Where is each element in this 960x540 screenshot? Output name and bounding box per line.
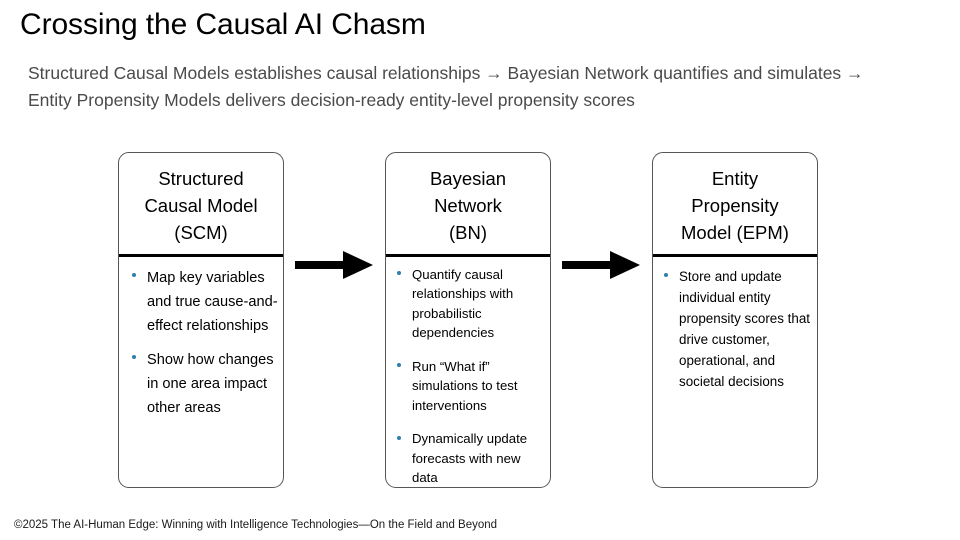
stage-title-bn: Bayesian Network (BN) (429, 168, 507, 243)
bullet-dot-icon (397, 435, 401, 440)
list-item: Store and update individual entity prope… (663, 266, 813, 392)
stage-body-bn: Quantify causal relationships with proba… (386, 257, 550, 488)
bullet-dot-icon (132, 355, 136, 360)
list-item-text: Quantify causal relationships with proba… (412, 266, 514, 341)
stage-box-scm[interactable]: Structured Causal Model (SCM) Map key va… (118, 152, 284, 488)
bullet-dot-icon (664, 272, 668, 277)
stage-header-bn: Bayesian Network (BN) (386, 153, 550, 254)
list-item: Quantify causal relationships with proba… (396, 265, 546, 343)
stage-divider-epm (653, 254, 817, 257)
bullet-list-epm: Store and update individual entity prope… (663, 266, 813, 392)
process-flow-diagram: Structured Causal Model (SCM) Map key va… (0, 152, 960, 492)
list-item: Dynamically update forecasts with new da… (396, 429, 546, 488)
stage-box-bn[interactable]: Bayesian Network (BN) Quantify causal re… (385, 152, 551, 488)
stage-title-scm: Structured Causal Model (SCM) (144, 168, 258, 243)
list-item-text: Show how changes in one area impact othe… (147, 351, 274, 416)
list-item-text: Map key variables and true cause-and-eff… (147, 269, 278, 334)
bullet-dot-icon (397, 271, 401, 276)
list-item-text: Store and update individual entity prope… (679, 268, 810, 389)
stage-header-epm: Entity Propensity Model (EPM) (653, 153, 817, 254)
right-arrow-icon (562, 251, 640, 279)
list-item: Run “What if” simulations to test interv… (396, 357, 546, 416)
stage-title-epm: Entity Propensity Model (EPM) (681, 168, 789, 243)
page-title: Crossing the Causal AI Chasm (20, 8, 426, 41)
stage-header-scm: Structured Causal Model (SCM) (119, 153, 283, 254)
flow-arrow-scm-to-bn (295, 248, 375, 282)
bullet-list-bn: Quantify causal relationships with proba… (396, 265, 546, 488)
stage-divider-scm (119, 254, 283, 257)
right-arrow-icon (295, 251, 373, 279)
copyright-footer: ©2025 The AI-Human Edge: Winning with In… (14, 519, 498, 531)
bullet-dot-icon (397, 363, 401, 368)
stage-box-epm[interactable]: Entity Propensity Model (EPM) Store and … (652, 152, 818, 488)
stage-body-scm: Map key variables and true cause-and-eff… (119, 257, 283, 420)
bullet-list-scm: Map key variables and true cause-and-eff… (131, 266, 279, 420)
list-item: Show how changes in one area impact othe… (131, 348, 279, 420)
slide-subtitle: Structured Causal Models establishes cau… (28, 63, 864, 110)
stage-divider-bn (386, 254, 550, 257)
stage-body-epm: Store and update individual entity prope… (653, 257, 817, 392)
flow-arrow-bn-to-epm (562, 248, 642, 282)
list-item-text: Run “What if” simulations to test interv… (412, 358, 518, 413)
list-item: Map key variables and true cause-and-eff… (131, 266, 279, 338)
list-item-text: Dynamically update forecasts with new da… (412, 431, 528, 486)
bullet-dot-icon (132, 273, 136, 278)
